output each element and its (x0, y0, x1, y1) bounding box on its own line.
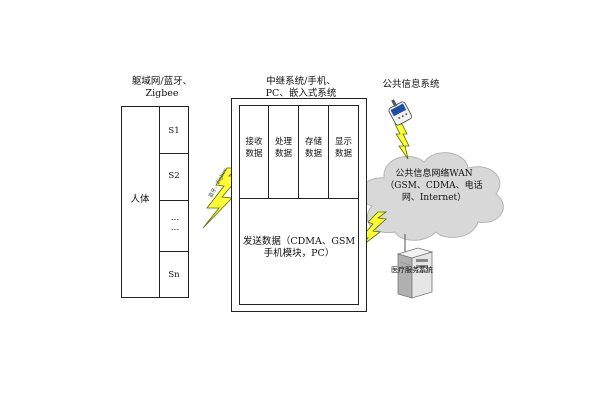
body-area-title: 躯域网/蓝牙、 Zigbee (112, 76, 212, 100)
lightning-bolt-icon (202, 167, 241, 229)
body-area-title-line: Zigbee (145, 88, 179, 99)
module-label-line: 接收 (245, 137, 263, 147)
module-label: 处理 数据 (269, 136, 298, 160)
body-area-title-line: 躯域网/蓝牙、 (131, 76, 193, 87)
wan-label-line: （GSM、CDMA、电话 (385, 181, 483, 191)
module-receive: 接收 数据 (239, 105, 269, 199)
sensor-label: S1 (168, 126, 180, 136)
module-label-line: 存储 (304, 137, 322, 147)
sensor-label: Sn (168, 270, 180, 280)
module-store: 存储 数据 (298, 105, 329, 199)
lightning-bolt-icon (353, 211, 388, 253)
human-label: 人体 (130, 194, 150, 205)
sensor-box-s1: S1 (159, 106, 189, 154)
module-label-line: 数据 (304, 149, 322, 159)
module-label-line: 数据 (334, 149, 352, 159)
send-data-line: 发送数据（CDMA、GSM (242, 236, 356, 247)
send-data-label: 发送数据（CDMA、GSM 手机模块，PC） (239, 236, 359, 260)
send-data-line: 手机模块，PC） (263, 248, 335, 259)
relay-title: 中继系统/手机、 PC、嵌入式系统 (246, 76, 356, 100)
medical-service-system-label: 医疗服务系统 (391, 266, 433, 274)
sensor-ellipsis: …… (170, 213, 180, 233)
module-label: 显示 数据 (329, 136, 358, 160)
server-icon (396, 247, 434, 299)
wan-label: 公共信息网络WAN （GSM、CDMA、电话 网、Internet） (374, 168, 494, 204)
module-label-line: 显示 (334, 137, 352, 147)
wan-label-line: 网、Internet） (401, 193, 467, 203)
sensor-box-sn: Sn (159, 251, 189, 298)
module-label-line: 数据 (274, 149, 292, 159)
public-info-system-label: 公共信息系统 (382, 79, 440, 90)
relay-title-line: 中继系统/手机、 (266, 76, 336, 87)
module-label: 存储 数据 (299, 136, 328, 160)
lightning-bolt-icon (394, 123, 410, 160)
sensor-box-s2: S2 (159, 153, 189, 201)
module-process: 处理 数据 (268, 105, 299, 199)
relay-title-line: PC、嵌入式系统 (265, 88, 337, 99)
sensor-box-ellipsis: …… (159, 200, 189, 252)
module-label-line: 数据 (245, 149, 263, 159)
mobile-phone-icon (388, 99, 412, 126)
module-label-line: 处理 (274, 137, 292, 147)
wan-label-line: 公共信息网络WAN (395, 169, 473, 179)
module-display: 显示 数据 (328, 105, 359, 199)
sensor-label: S2 (168, 171, 180, 181)
module-label: 接收 数据 (240, 136, 268, 160)
